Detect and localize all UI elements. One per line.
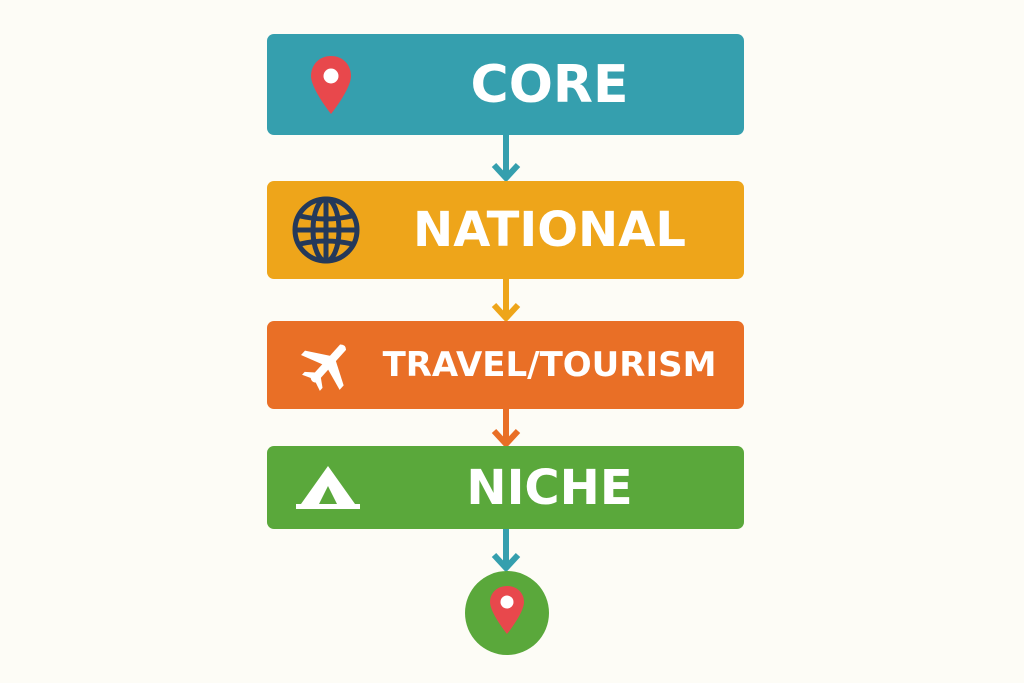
step-core-label: CORE: [470, 54, 629, 115]
step-travel-tourism-box: TRAVEL/TOURISM: [267, 321, 744, 409]
step-travel-tourism-label: TRAVEL/TOURISM: [382, 345, 717, 385]
step-national-label: NATIONAL: [413, 202, 686, 258]
step-national-box: NATIONAL: [267, 181, 744, 279]
airplane-icon: [300, 344, 347, 391]
destination-end-node: [465, 571, 549, 655]
globe-icon: [292, 196, 360, 264]
tent-icon: [296, 466, 360, 509]
arrow-down-icon: [491, 529, 521, 573]
step-niche-box: NICHE: [267, 446, 744, 529]
arrow-down-icon: [491, 279, 521, 323]
arrow-down-icon: [491, 409, 521, 449]
map-pin-icon: [311, 56, 351, 114]
step-niche-label: NICHE: [466, 459, 633, 516]
arrow-down-icon: [491, 135, 521, 183]
step-core-box: CORE: [267, 34, 744, 135]
map-pin-icon: [490, 586, 524, 634]
